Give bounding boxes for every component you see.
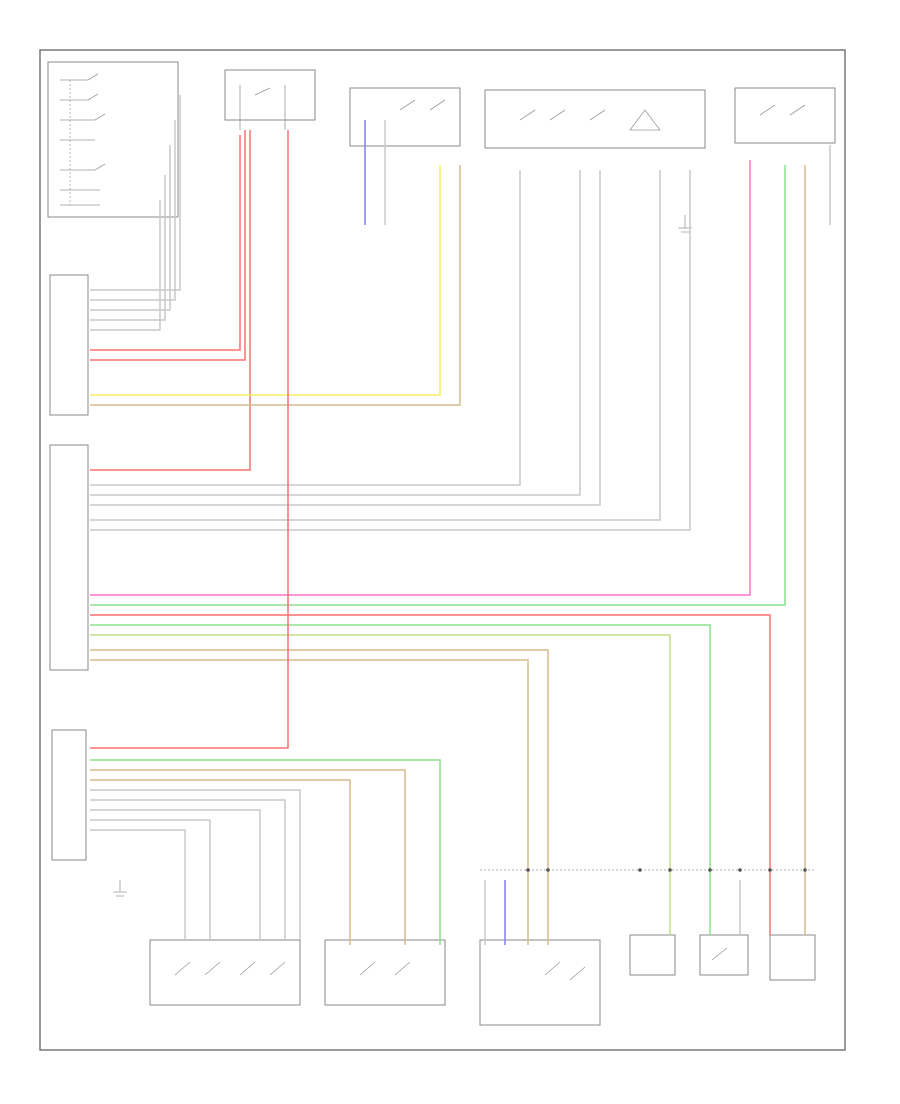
wire-grey-29 bbox=[90, 809, 261, 940]
splice-dot-4 bbox=[708, 868, 712, 872]
wire-tan-26 bbox=[90, 779, 351, 945]
wire-lime-19 bbox=[90, 634, 671, 935]
wire-red-17 bbox=[90, 614, 771, 935]
wire-grey-10 bbox=[90, 170, 521, 486]
wire-grey-13 bbox=[90, 170, 661, 521]
wire-grey-3 bbox=[90, 175, 166, 321]
wire-grey-4 bbox=[90, 200, 161, 331]
connector-block-front bbox=[49, 274, 89, 416]
right-top-switch-module bbox=[734, 87, 836, 144]
bottom-switch-b bbox=[699, 934, 749, 976]
splice-dot-7 bbox=[803, 868, 807, 872]
wire-grey-1 bbox=[90, 120, 176, 301]
wire-green-18 bbox=[90, 624, 711, 935]
bottom-switch-a bbox=[629, 934, 676, 976]
connector-block-front-module bbox=[49, 444, 89, 671]
splice-points bbox=[526, 868, 807, 872]
wire-red-23 bbox=[90, 130, 289, 749]
wire-grey-14 bbox=[90, 170, 691, 531]
wire-grey-2 bbox=[90, 145, 171, 311]
lr-lock-switch bbox=[479, 939, 601, 1026]
wire-grey-11 bbox=[90, 170, 581, 496]
wire-red-5 bbox=[90, 135, 241, 351]
wire-grey-0 bbox=[90, 95, 181, 291]
top-fuse-switch bbox=[224, 69, 316, 130]
top-left-switch-module bbox=[47, 61, 179, 218]
wire-tan-20 bbox=[90, 649, 549, 945]
splice-dot-5 bbox=[738, 868, 742, 872]
splice-dot-2 bbox=[638, 868, 642, 872]
wire-red-7 bbox=[90, 130, 251, 471]
ground-symbol-a bbox=[113, 880, 127, 897]
splice-dot-6 bbox=[768, 868, 772, 872]
wire-yellow-8 bbox=[90, 165, 441, 396]
wire-tan-9 bbox=[90, 165, 461, 406]
wire-grey-31 bbox=[90, 829, 186, 940]
wire-grey-12 bbox=[90, 170, 601, 506]
wires-group bbox=[90, 95, 831, 945]
wire-green-24 bbox=[90, 759, 441, 945]
wire-grey-27 bbox=[90, 789, 301, 940]
wire-grey-28 bbox=[90, 799, 286, 940]
bottom-switch-c bbox=[769, 934, 816, 981]
wire-grey-30 bbox=[90, 819, 211, 940]
diagram-frame bbox=[39, 49, 846, 1051]
rr-window-switch bbox=[324, 939, 446, 1006]
wire-tan-25 bbox=[90, 769, 406, 945]
lr-window-switch bbox=[149, 939, 301, 1006]
splice-dot-1 bbox=[546, 868, 550, 872]
splice-dot-3 bbox=[668, 868, 672, 872]
connector-block-rear bbox=[51, 729, 87, 861]
wire-pink-15 bbox=[90, 160, 751, 596]
wire-green-16 bbox=[90, 165, 786, 606]
splice-dot-0 bbox=[526, 868, 530, 872]
wire-tan-21 bbox=[90, 659, 529, 945]
pass-switch-module bbox=[349, 87, 461, 147]
wire-red-6 bbox=[90, 130, 246, 361]
rear-switch-module bbox=[484, 89, 706, 149]
